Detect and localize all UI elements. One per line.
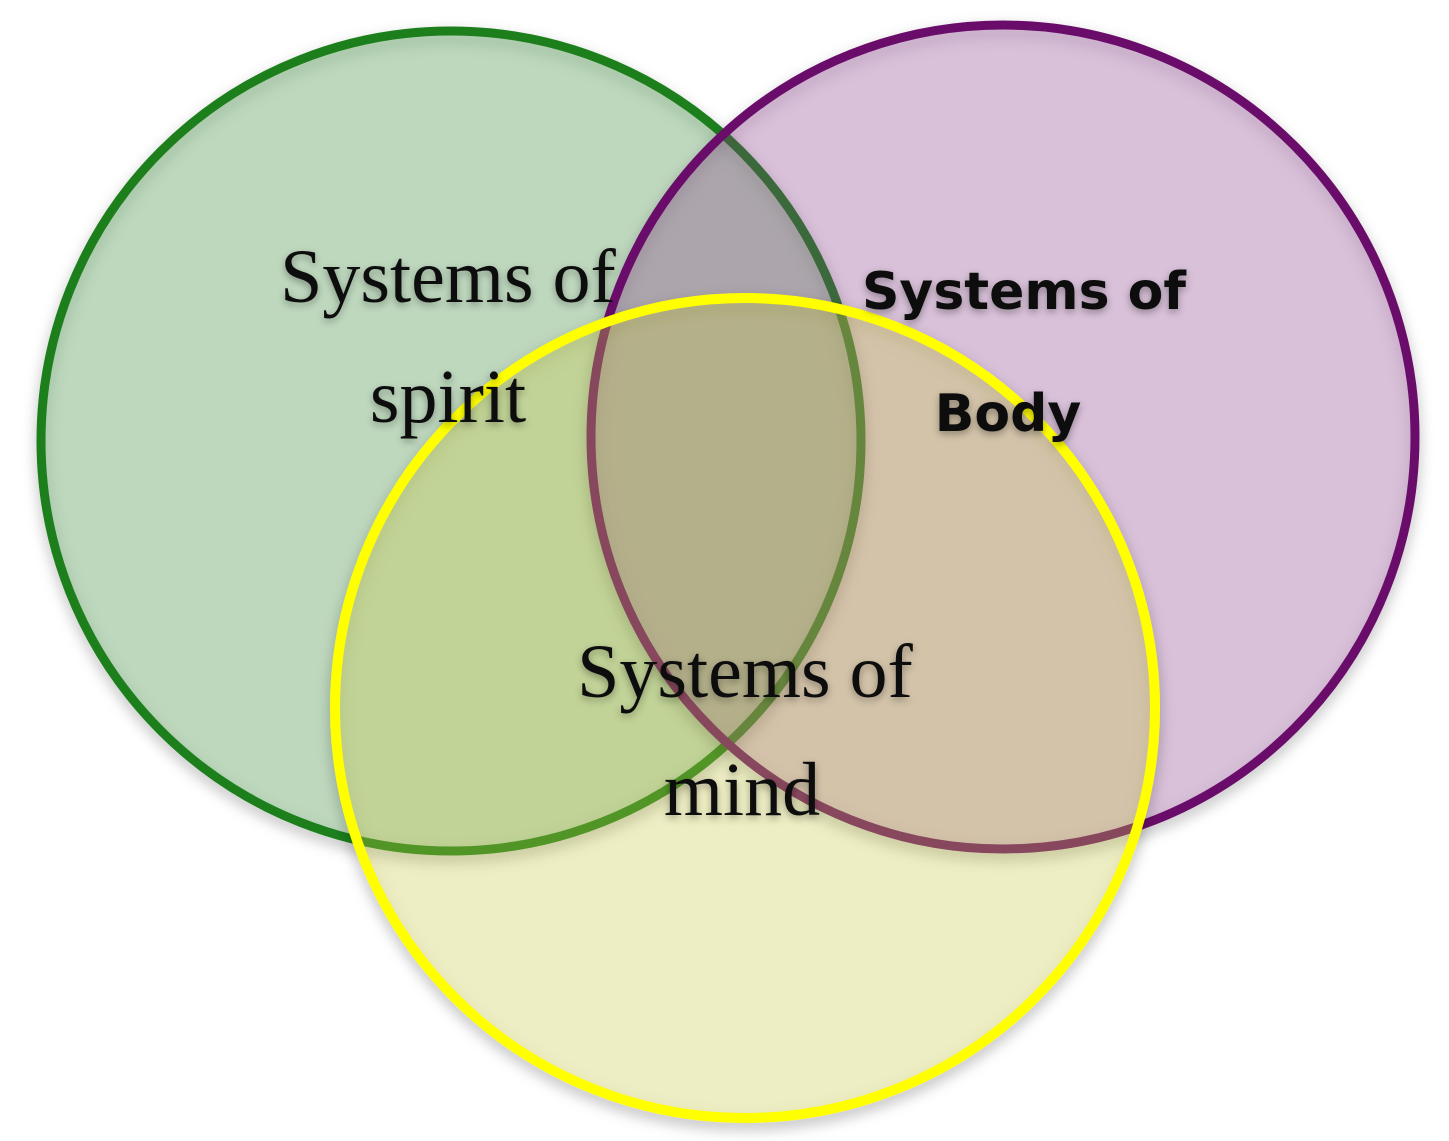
label-body-line-2: Body xyxy=(935,384,1081,444)
label-spirit-line-2: spirit xyxy=(370,355,526,439)
label-mind-line-2: mind xyxy=(664,748,820,832)
label-systems-of-spirit: Systems of spirit xyxy=(280,235,616,439)
label-spirit-line-1: Systems of xyxy=(280,235,616,319)
label-body-line-1: Systems of xyxy=(862,262,1187,322)
label-systems-of-mind: Systems of mind xyxy=(577,630,913,832)
circle-systems-of-mind xyxy=(330,293,1160,1123)
label-systems-of-body: Systems of Body xyxy=(862,262,1187,444)
label-mind-line-1: Systems of xyxy=(577,630,913,714)
